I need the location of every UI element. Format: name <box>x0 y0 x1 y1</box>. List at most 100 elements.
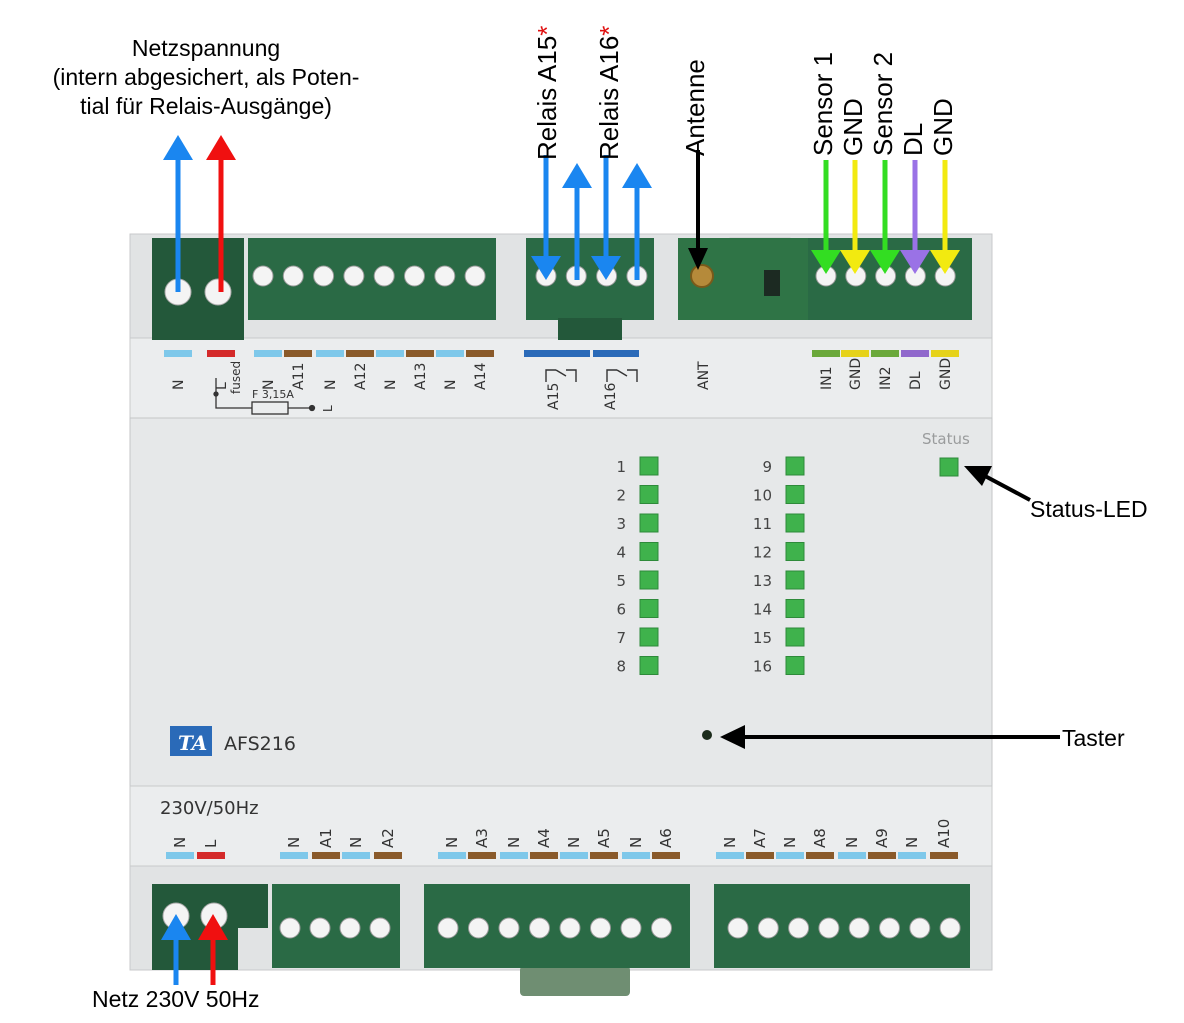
status-led-label: Status-LED <box>1030 496 1148 522</box>
relais-a16-label: Relais A16* <box>594 25 624 160</box>
color-band <box>280 852 308 859</box>
color-band <box>164 350 192 357</box>
terminal-screw <box>757 917 779 939</box>
terminal-label: IN2 <box>878 366 894 390</box>
annotation-arrows <box>161 135 1060 985</box>
terminal-screw <box>434 265 456 287</box>
terminal-screw <box>282 265 304 287</box>
color-band <box>376 350 404 357</box>
terminal-label: A7 <box>751 828 769 848</box>
color-band <box>436 350 464 357</box>
color-band <box>524 350 582 357</box>
relay-symbol-a15 <box>545 369 577 382</box>
relais-a15-text: Relais A15 <box>532 35 562 160</box>
channel-led <box>639 456 659 476</box>
terminal-screw <box>464 265 486 287</box>
asterisk-a15: * <box>532 25 562 36</box>
color-band <box>776 852 804 859</box>
model-label: AFS216 <box>224 733 296 755</box>
taster-button[interactable] <box>702 730 712 740</box>
color-band <box>812 350 840 357</box>
color-band <box>806 852 834 859</box>
gnd-top-1-label: GND <box>838 98 868 156</box>
terminal-label: N <box>781 837 799 848</box>
terminal-screw <box>620 917 642 939</box>
terminal-label: N <box>347 837 365 848</box>
color-band <box>530 852 558 859</box>
terminal-label: N <box>383 380 399 390</box>
color-band <box>466 350 494 357</box>
terminal-screw <box>468 917 489 939</box>
terminal-label: N <box>171 837 189 848</box>
color-band <box>622 852 650 859</box>
terminal-screw <box>279 917 301 939</box>
color-band <box>166 852 194 859</box>
channel-led <box>639 513 659 533</box>
led-number: 5 <box>616 572 626 590</box>
terminal-block-bottom-mains <box>152 884 268 970</box>
color-band <box>868 852 896 859</box>
led-number: 4 <box>616 544 626 562</box>
led-number: 9 <box>762 458 772 476</box>
terminal-screw <box>369 917 391 939</box>
terminal-label: L <box>214 382 230 390</box>
channel-led <box>785 656 805 675</box>
terminal-label: N <box>285 837 303 848</box>
color-band <box>901 350 929 357</box>
terminal-label: N <box>843 837 861 848</box>
channel-led <box>785 485 805 504</box>
led-number: 12 <box>753 544 772 562</box>
channel-led <box>639 599 659 618</box>
color-band <box>871 350 899 357</box>
color-band <box>841 350 869 357</box>
led-number: 1 <box>616 458 626 476</box>
netzspannung-label: Netzspannung (intern abgesichert, als Po… <box>0 34 412 121</box>
taster-label: Taster <box>1062 725 1125 751</box>
terminal-label: N <box>323 380 339 390</box>
led-number: 16 <box>753 658 772 676</box>
fuse-symbol <box>213 378 316 415</box>
sensor1-label: Sensor 1 <box>808 51 838 156</box>
fused-label: fused <box>229 361 243 394</box>
terminal-block-top-mains <box>152 238 244 340</box>
color-band <box>284 350 312 357</box>
terminal-block-bottom-a3-a6 <box>424 884 690 968</box>
gnd-top-2-label: GND <box>928 98 958 156</box>
led-number: 3 <box>616 515 626 533</box>
color-band <box>316 350 344 357</box>
terminal-screw <box>909 917 931 939</box>
terminal-label: N <box>443 837 461 848</box>
led-number: 11 <box>753 515 772 533</box>
status-led <box>939 457 959 477</box>
netz-label: Netz 230V 50Hz <box>92 986 260 1012</box>
terminal-label: N <box>171 380 187 390</box>
terminal-screw <box>818 917 840 939</box>
netzspannung-line-1: Netzspannung <box>131 35 281 61</box>
antenna-connector <box>690 264 714 288</box>
dl-label: DL <box>898 122 928 156</box>
terminal-label: N <box>443 380 459 390</box>
terminal-label: GND <box>848 358 864 390</box>
channel-led <box>639 627 659 647</box>
color-band <box>898 852 926 859</box>
terminal-label: ANT <box>696 361 712 390</box>
terminal-label: A11 <box>291 363 307 390</box>
terminal-screw <box>651 917 672 939</box>
color-band <box>342 852 370 859</box>
led-number: 8 <box>616 658 626 676</box>
color-band <box>374 852 402 859</box>
relay-symbol-a16 <box>606 369 638 382</box>
color-band <box>500 852 528 859</box>
channel-led <box>639 656 659 675</box>
antenne-label: Antenne <box>680 59 710 156</box>
terminal-screw <box>437 917 459 939</box>
terminal-screw <box>788 917 810 939</box>
device-housing <box>129 233 993 996</box>
terminal-screw <box>727 917 749 939</box>
asterisk-a16: * <box>594 25 624 36</box>
terminal-block-bottom-a1-a2 <box>272 884 400 968</box>
color-band <box>931 350 959 357</box>
led-number: 6 <box>616 601 626 619</box>
